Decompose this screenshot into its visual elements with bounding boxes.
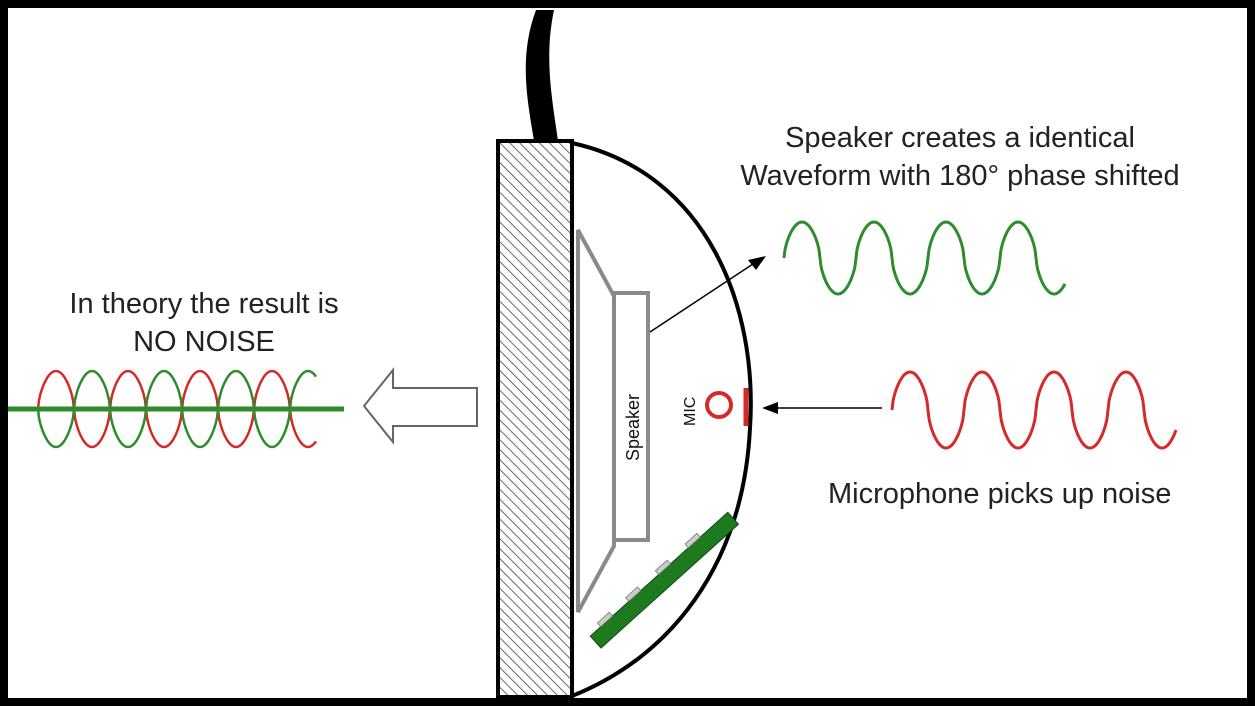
- diagram-graphics: Speaker MIC: [8, 10, 1178, 698]
- noise-waveform: [890, 370, 1178, 450]
- speaker-label: Speaker: [623, 394, 643, 461]
- noise-input-arrowhead: [762, 402, 778, 414]
- result-hollow-arrow: [362, 367, 478, 445]
- speaker-cone: [576, 229, 616, 613]
- speaker-body: [612, 291, 650, 542]
- microphone-caption: Microphone picks up noise: [828, 478, 1172, 510]
- result-caption-line-2: NO NOISE: [133, 326, 275, 358]
- circuit-board: [589, 511, 740, 649]
- headphone-cable: [525, 10, 558, 141]
- speaker-caption-line-2: Waveform with 180° phase shifted: [740, 160, 1180, 192]
- anti-noise-waveform: [782, 220, 1067, 296]
- mic-icon: [705, 391, 733, 419]
- cancelled-waves-result: [8, 369, 344, 449]
- anc-diagram: Speaker MIC: [8, 8, 1247, 698]
- speaker-output-arrow: [649, 261, 757, 333]
- result-anti-noise-wave: [36, 369, 317, 449]
- result-noise-wave: [36, 369, 317, 449]
- speaker-caption-line-1: Speaker creates a identical: [785, 122, 1135, 154]
- ear-cushion-block: [496, 139, 574, 698]
- speaker-output-arrowhead: [748, 256, 766, 270]
- ear-cup-shell: [571, 141, 753, 698]
- result-caption-line-1: In theory the result is: [69, 288, 339, 320]
- mic-label: MIC: [682, 397, 699, 426]
